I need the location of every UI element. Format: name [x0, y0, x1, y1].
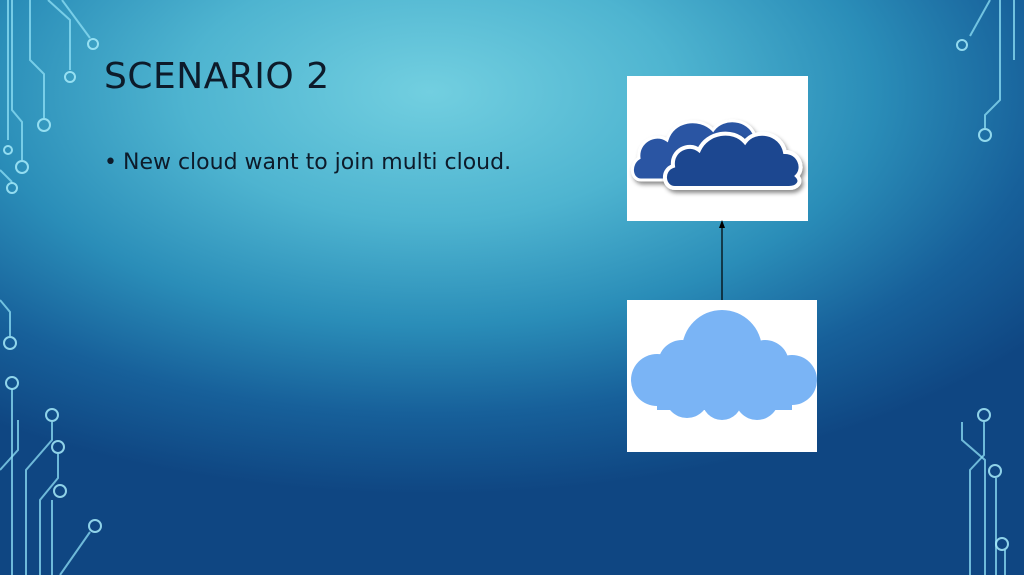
bullet-list: • New cloud want to join multi cloud.: [104, 150, 511, 175]
multi-cloud-image: [627, 76, 808, 221]
multi-cloud-icon: [631, 119, 803, 190]
new-cloud-image: [627, 300, 817, 452]
bullet-text: New cloud want to join multi cloud.: [122, 150, 512, 175]
bullet-item: • New cloud want to join multi cloud.: [104, 150, 511, 175]
arrow-up-icon: [719, 220, 725, 302]
new-cloud-icon: [631, 310, 817, 420]
slide-title: SCENARIO 2: [104, 56, 330, 97]
bullet-icon: •: [104, 150, 117, 175]
